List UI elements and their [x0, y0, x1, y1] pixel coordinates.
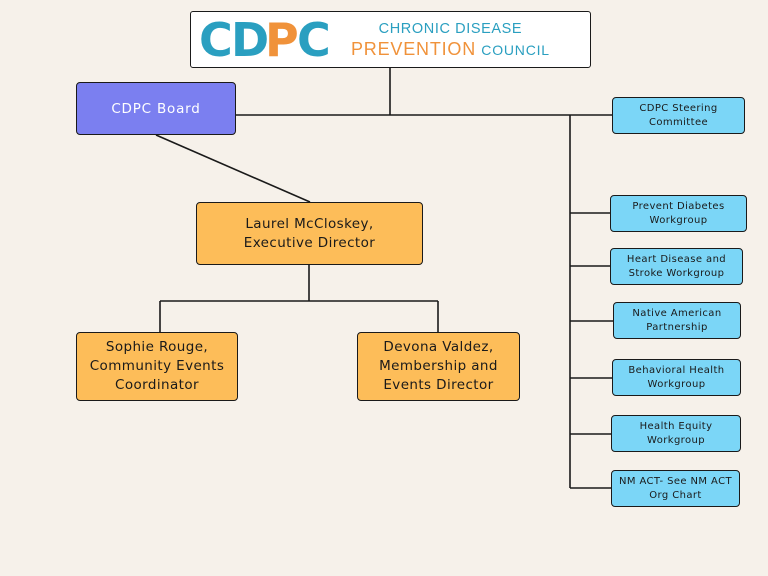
- committee-line: Committee: [648, 116, 709, 128]
- committee-node-heart: Heart Disease and Stroke Workgroup: [610, 248, 743, 285]
- cdpc-logo: C D P C CHRONIC DISEASE PREVENTION COUNC…: [190, 11, 591, 68]
- executive-director-name: Laurel McCloskey,: [245, 215, 374, 232]
- committee-line: CDPC Steering: [639, 103, 718, 114]
- committee-line: Prevent Diabetes: [632, 201, 725, 212]
- committee-line: Workgroup: [649, 214, 708, 226]
- committee-node-diabetes: Prevent Diabetes Workgroup: [610, 195, 747, 232]
- committee-node-nmact: NM ACT- See NM ACT Org Chart: [611, 470, 740, 507]
- committee-line: Heart Disease and: [626, 254, 727, 265]
- committee-line: Workgroup: [647, 434, 705, 446]
- committee-line: Behavioral Health: [628, 365, 725, 376]
- staff-node-devona: Devona Valdez, Membership and Events Dir…: [357, 332, 520, 401]
- executive-director-title: Executive Director: [243, 234, 376, 251]
- committee-node-behavioral: Behavioral Health Workgroup: [612, 359, 741, 396]
- staff-node-sophie: Sophie Rouge, Community Events Coordinat…: [76, 332, 238, 401]
- logo-text-line2: PREVENTION COUNCIL: [351, 39, 550, 61]
- cdpc-logo-mark: C D P C: [199, 13, 331, 67]
- cdpc-logo-text: CHRONIC DISEASE PREVENTION COUNCIL: [351, 19, 550, 61]
- committee-line: Native American: [632, 308, 722, 319]
- executive-director-node: Laurel McCloskey, Executive Director: [196, 202, 423, 265]
- logo-text-council: COUNCIL: [481, 42, 550, 58]
- cdpc-board-node: CDPC Board: [76, 82, 236, 135]
- cdpc-board-label: CDPC Board: [111, 100, 201, 117]
- committee-line: Stroke Workgroup: [628, 267, 725, 279]
- logo-text-line1: CHRONIC DISEASE: [378, 21, 523, 37]
- committee-line: Health Equity: [639, 421, 713, 432]
- staff-line: Devona Valdez,: [383, 339, 494, 355]
- committee-node-equity: Health Equity Workgroup: [611, 415, 741, 452]
- connector-board-exec: [155, 134, 311, 203]
- staff-line: Events Director: [383, 377, 494, 393]
- committee-node-native: Native American Partnership: [613, 302, 741, 339]
- staff-line: Community Events: [89, 358, 225, 374]
- committee-line: NM ACT- See NM ACT: [619, 476, 732, 487]
- committee-line: Partnership: [646, 321, 708, 333]
- committee-line: Workgroup: [647, 378, 706, 390]
- committee-node-steering: CDPC Steering Committee: [612, 97, 745, 134]
- staff-line: Coordinator: [115, 377, 199, 393]
- logo-text-prevention: PREVENTION: [351, 39, 477, 59]
- committee-line: Org Chart: [649, 489, 702, 501]
- staff-line: Sophie Rouge,: [105, 339, 209, 355]
- staff-line: Membership and: [379, 358, 498, 374]
